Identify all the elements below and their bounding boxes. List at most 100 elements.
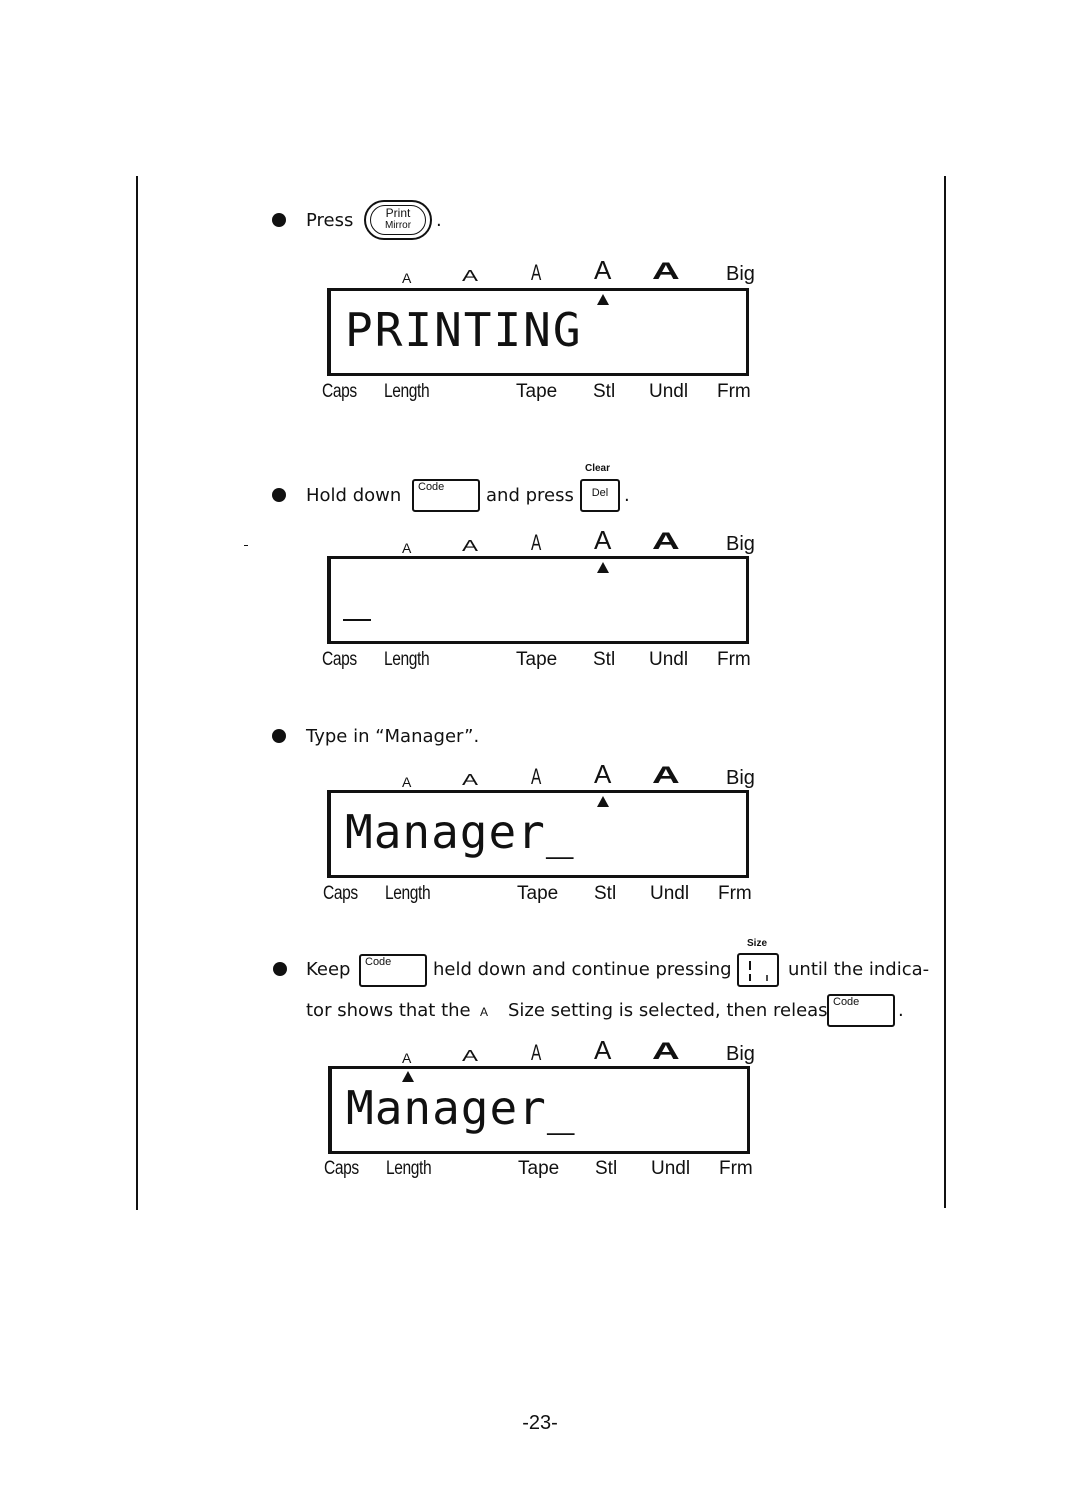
indicator-row: Caps Length Tape Stl Undl Frm bbox=[322, 381, 762, 405]
step4-line2-middle: Size setting is selected, then release bbox=[508, 1000, 839, 1021]
step4-prefix: Keep bbox=[306, 959, 351, 980]
step2-suffix: . bbox=[624, 485, 630, 506]
right-margin-line bbox=[944, 176, 946, 1208]
mirror-key-label: Mirror bbox=[384, 220, 412, 231]
size-a-tall: A bbox=[531, 530, 542, 555]
stl-indicator: Stl bbox=[595, 1158, 618, 1179]
step4-size-glyph: A bbox=[480, 1005, 489, 1019]
step2-middle: and press bbox=[486, 485, 574, 506]
del-key-label: Del bbox=[591, 487, 609, 499]
size-marker-icon bbox=[597, 294, 609, 305]
tape-indicator: Tape bbox=[516, 649, 558, 670]
bullet-icon bbox=[272, 213, 286, 227]
caps-indicator: Caps bbox=[322, 381, 357, 402]
lcd-display-2 bbox=[327, 556, 749, 644]
size-marker-icon bbox=[597, 562, 609, 573]
step4-suffix: . bbox=[898, 1000, 904, 1021]
size-a-wide-large: A bbox=[652, 528, 680, 555]
length-indicator: Length bbox=[386, 1158, 432, 1179]
size-marker-icon bbox=[402, 1071, 414, 1082]
size-marker-icon bbox=[597, 796, 609, 807]
clear-key-label: Clear bbox=[585, 463, 611, 474]
size-a-wide-small: A bbox=[462, 538, 479, 555]
cursor-mark bbox=[343, 619, 371, 621]
size-key-icon bbox=[749, 961, 768, 981]
size-indicator-row: A A A A A Big bbox=[400, 525, 760, 556]
size-a-smallest: A bbox=[402, 1050, 412, 1066]
length-indicator: Length bbox=[384, 381, 430, 402]
indicator-row: Caps Length Tape Stl Undl Frm bbox=[322, 649, 762, 673]
frm-indicator: Frm bbox=[717, 649, 751, 670]
undl-indicator: Undl bbox=[651, 1158, 691, 1179]
length-indicator: Length bbox=[385, 883, 431, 904]
size-a-medium: A bbox=[594, 525, 612, 555]
code-key-label: Code bbox=[418, 481, 445, 493]
step1-suffix: . bbox=[436, 210, 442, 231]
size-key-label: Size bbox=[747, 938, 768, 949]
step4-line2-prefix: tor shows that the bbox=[306, 1000, 471, 1021]
caps-indicator: Caps bbox=[322, 649, 357, 670]
lcd-display-1: PRINTING bbox=[327, 288, 749, 376]
bullet-icon bbox=[273, 962, 287, 976]
length-indicator: Length bbox=[384, 649, 430, 670]
frm-indicator: Frm bbox=[718, 883, 752, 904]
size-a-wide-small: A bbox=[462, 772, 479, 789]
frm-indicator: Frm bbox=[717, 381, 751, 402]
size-big-label: Big bbox=[726, 533, 755, 555]
size-a-wide-large: A bbox=[652, 258, 680, 285]
code-key-label: Code bbox=[833, 996, 860, 1008]
lcd-text: PRINTING bbox=[345, 303, 583, 357]
del-key: Del bbox=[580, 479, 620, 512]
size-a-wide-small: A bbox=[462, 1048, 479, 1065]
indicator-row: Caps Length Tape Stl Undl Frm bbox=[324, 1158, 764, 1182]
stl-indicator: Stl bbox=[593, 381, 616, 402]
size-big-label: Big bbox=[726, 1043, 755, 1065]
frm-indicator: Frm bbox=[719, 1158, 753, 1179]
stl-indicator: Stl bbox=[594, 883, 617, 904]
size-a-wide-large: A bbox=[652, 762, 680, 789]
size-a-medium: A bbox=[594, 759, 612, 789]
lcd-display-4: Manager_ bbox=[328, 1066, 750, 1154]
code-key: Code bbox=[359, 954, 427, 987]
page-number: -23- bbox=[522, 1412, 558, 1434]
caps-indicator: Caps bbox=[324, 1158, 359, 1179]
undl-indicator: Undl bbox=[650, 883, 690, 904]
size-a-wide-small: A bbox=[462, 268, 479, 285]
lcd-display-3: Manager_ bbox=[327, 790, 749, 878]
tape-indicator: Tape bbox=[518, 1158, 560, 1179]
code-key-label: Code bbox=[365, 956, 392, 968]
step1-prefix: Press bbox=[306, 210, 354, 231]
tape-indicator: Tape bbox=[517, 883, 559, 904]
lcd-text: Manager_ bbox=[345, 805, 575, 859]
small-tick-mark bbox=[244, 545, 248, 546]
lcd-text: Manager_ bbox=[346, 1081, 576, 1135]
stl-indicator: Stl bbox=[593, 649, 616, 670]
size-a-tall: A bbox=[531, 260, 542, 285]
size-indicator-row: A A A A A Big bbox=[400, 1035, 760, 1066]
size-a-wide-large: A bbox=[652, 1038, 680, 1065]
undl-indicator: Undl bbox=[649, 381, 689, 402]
size-a-smallest: A bbox=[402, 270, 412, 286]
size-a-medium: A bbox=[594, 255, 612, 285]
size-key bbox=[737, 953, 779, 987]
step4-middle: held down and continue pressing bbox=[433, 959, 732, 980]
size-a-smallest: A bbox=[402, 774, 412, 790]
tape-indicator: Tape bbox=[516, 381, 558, 402]
size-big-label: Big bbox=[726, 263, 755, 285]
undl-indicator: Undl bbox=[649, 649, 689, 670]
step2-prefix: Hold down bbox=[306, 485, 402, 506]
size-indicator-row: A A A A A Big bbox=[400, 255, 760, 286]
size-a-smallest: A bbox=[402, 540, 412, 556]
indicator-row: Caps Length Tape Stl Undl Frm bbox=[323, 883, 763, 907]
bullet-icon bbox=[272, 488, 286, 502]
print-key-label: Print bbox=[385, 206, 411, 220]
size-big-label: Big bbox=[726, 767, 755, 789]
size-a-tall: A bbox=[531, 1040, 542, 1065]
caps-indicator: Caps bbox=[323, 883, 358, 904]
code-key: Code bbox=[412, 479, 480, 512]
size-a-medium: A bbox=[594, 1035, 612, 1065]
size-indicator-row: A A A A A Big bbox=[400, 759, 760, 790]
left-margin-line bbox=[136, 176, 138, 1210]
code-key: Code bbox=[827, 994, 895, 1027]
step4-tail: until the indica- bbox=[788, 959, 930, 980]
